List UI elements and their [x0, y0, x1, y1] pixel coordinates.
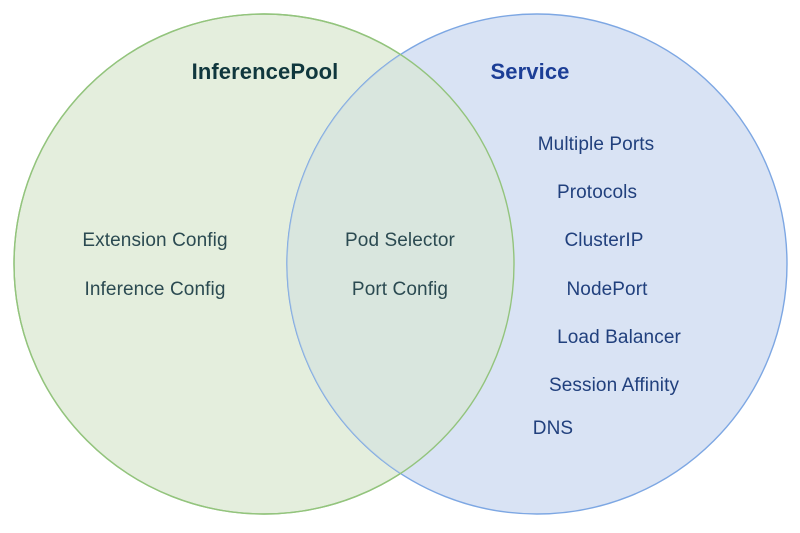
item-service-3: ClusterIP: [564, 230, 644, 251]
item-service-2: Protocols: [556, 182, 638, 203]
label-inferencepool-title: InferencePool: [191, 59, 339, 84]
item-service-1: Multiple Ports: [537, 134, 655, 155]
circle-intersection-region: [287, 14, 514, 514]
item-service-6: Session Affinity: [548, 375, 680, 396]
circle-inferencepool-outline: [13, 13, 515, 515]
intersection-edge: [286, 14, 514, 514]
item-shared-2: Port Config: [351, 279, 449, 300]
item-service-5: Load Balancer: [557, 327, 681, 348]
item-inferencepool-1: Extension Config: [82, 230, 228, 251]
item-service-7: DNS: [532, 418, 574, 439]
label-service-title: Service: [490, 59, 570, 84]
item-shared-1: Pod Selector: [345, 230, 455, 251]
item-inferencepool-2: Inference Config: [84, 279, 226, 300]
item-service-4: NodePort: [566, 279, 648, 300]
